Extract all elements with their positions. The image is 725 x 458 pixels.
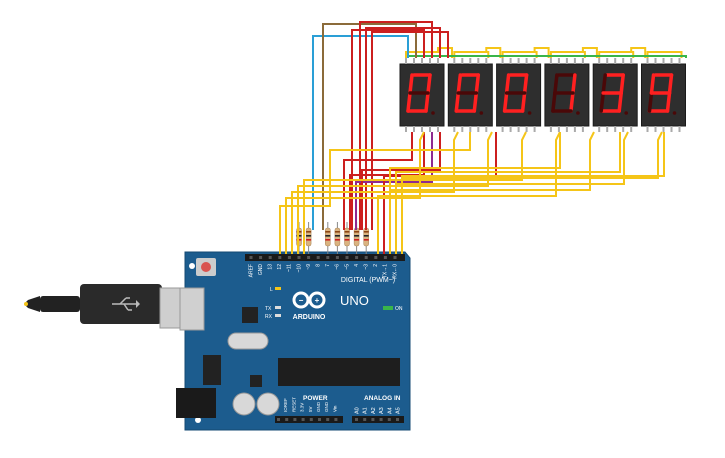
pin-label: AREF xyxy=(248,264,254,277)
led-rx-label: RX xyxy=(265,314,273,320)
wire-bundle xyxy=(279,21,687,254)
analog-pin-label: A0 xyxy=(354,407,360,414)
pin-label: ~6 xyxy=(335,264,341,270)
capacitor-icon xyxy=(256,392,280,416)
analog-pin-label: A3 xyxy=(379,407,385,414)
brand-label: ARDUINO xyxy=(293,314,326,321)
resistor xyxy=(325,227,331,247)
crystal xyxy=(227,332,269,350)
pin-label: ~3 xyxy=(364,264,370,270)
power-pin-label: Vin xyxy=(332,405,337,412)
power-pin-label: 5V xyxy=(308,406,313,412)
power-label: POWER xyxy=(303,395,328,402)
pin-label: ~10 xyxy=(296,264,302,273)
pin-label: 8 xyxy=(316,264,322,267)
pin-label: 12 xyxy=(277,264,283,270)
analog-label: ANALOG IN xyxy=(364,395,401,402)
microcontroller-chip xyxy=(278,358,400,386)
resistor xyxy=(363,227,369,247)
led-tx xyxy=(275,306,281,309)
seven-segment-display[interactable] xyxy=(641,58,686,132)
seven-segment-display[interactable] xyxy=(496,58,542,132)
resistor-bank xyxy=(296,222,369,254)
analog-pin-label: A2 xyxy=(371,407,377,414)
usb-cable[interactable] xyxy=(24,284,201,329)
capacitor-icon xyxy=(232,392,256,416)
power-pin-label: GND xyxy=(324,401,329,412)
cable-end-icon xyxy=(24,302,28,306)
pin-label: 4 xyxy=(354,264,360,267)
pin-label: 13 xyxy=(268,264,274,270)
power-pin-label: IOREF xyxy=(283,398,288,412)
digital-label: DIGITAL (PWM~) xyxy=(341,277,395,284)
power-pin-label: 3.3V xyxy=(300,403,305,412)
analog-pin-label: A4 xyxy=(387,407,393,414)
usb-port xyxy=(179,287,205,331)
pin-label: ~5 xyxy=(344,264,350,270)
led-rx xyxy=(275,314,281,317)
led-tx-label: TX xyxy=(265,306,272,312)
power-pin-label: GND xyxy=(316,401,321,412)
pin-label: ~11 xyxy=(287,264,293,272)
pin-label: RX←0 xyxy=(392,264,398,279)
on-label: ON xyxy=(395,306,403,312)
resistor xyxy=(353,227,360,247)
svg-text:−: − xyxy=(299,296,304,305)
resistor xyxy=(305,227,312,247)
led-l-label: L xyxy=(270,287,273,293)
arduino-logo-icon xyxy=(292,291,326,309)
pin-label: 7 xyxy=(325,264,331,267)
bottom-headers xyxy=(275,416,404,423)
seven-segment-displays xyxy=(399,58,686,132)
model-label: UNO xyxy=(340,293,369,308)
power-pin-label: RESET xyxy=(291,397,296,412)
digital-header xyxy=(245,254,405,261)
pin-label: GND xyxy=(258,264,264,276)
seven-segment-display[interactable] xyxy=(544,58,590,132)
pin-label: 2 xyxy=(373,264,379,267)
pin-label: ~9 xyxy=(306,264,312,270)
usb-symbol-icon xyxy=(112,297,136,311)
power-jack xyxy=(176,388,216,418)
seven-segment-display[interactable] xyxy=(399,58,445,132)
mount-hole-icon xyxy=(189,263,195,269)
pin-label: TX→1 xyxy=(383,264,389,278)
seven-segment-display[interactable] xyxy=(592,58,638,132)
mount-hole-icon xyxy=(195,417,201,423)
analog-pin-label: A5 xyxy=(395,407,401,414)
resistor xyxy=(334,227,341,247)
resistor xyxy=(344,227,350,247)
led-l xyxy=(275,287,281,290)
analog-pin-label: A1 xyxy=(363,407,369,414)
seven-segment-display[interactable] xyxy=(447,58,493,132)
svg-text:+: + xyxy=(315,296,320,305)
led-on xyxy=(383,306,393,310)
